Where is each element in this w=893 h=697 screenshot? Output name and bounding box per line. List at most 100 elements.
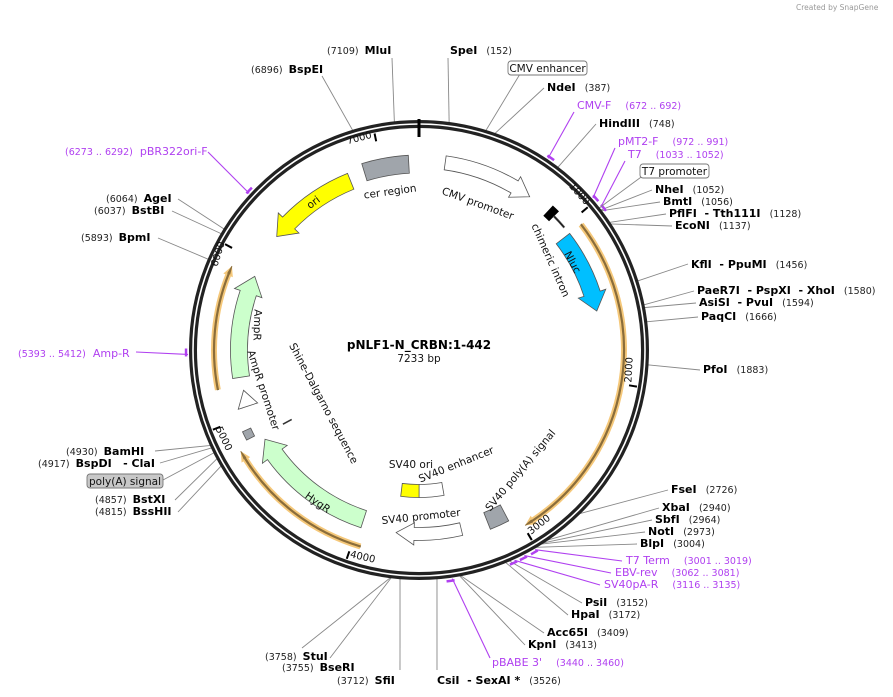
primer-name: EBV-rev <box>615 566 658 579</box>
callout-leader <box>598 171 649 209</box>
feature-chimeric-intron[interactable] <box>552 215 566 229</box>
enzyme-position: (2940) <box>699 503 731 514</box>
feature-sv40-poly-a-signal[interactable] <box>483 504 510 530</box>
primer-range: (672 .. 692) <box>625 101 681 112</box>
enzyme-site[interactable]: (3758) StuI <box>265 650 328 663</box>
enzyme-site[interactable]: KpnI (3413) <box>528 638 597 651</box>
enzyme-site[interactable]: HindIII (748) <box>599 117 675 130</box>
feature-shine-dalgarno-sequence[interactable] <box>282 418 293 425</box>
primer-range: (3062 .. 3081) <box>672 568 740 579</box>
enzyme-site[interactable]: PaqCI (1666) <box>701 310 777 323</box>
enzyme-position: (3004) <box>673 539 705 550</box>
enzyme-name: AgeI <box>144 192 172 205</box>
enzyme-site[interactable]: PflFI - Tth111I (1128) <box>669 207 801 220</box>
enzyme-position: (6896) <box>251 65 283 76</box>
callout-box[interactable] <box>639 163 710 179</box>
primer-mark[interactable] <box>546 154 555 162</box>
enzyme-leader <box>494 87 545 135</box>
feature-cer-region[interactable] <box>361 154 410 182</box>
primer[interactable]: (5393 .. 5412) Amp-R <box>18 347 130 360</box>
orf-arc[interactable] <box>240 451 362 550</box>
feature-ampr-promoter[interactable] <box>237 389 259 410</box>
primer[interactable]: pMT2-F (972 .. 991) <box>618 135 728 148</box>
enzyme-site[interactable]: (6064) AgeI <box>106 192 172 205</box>
primer-mark[interactable] <box>184 348 188 357</box>
enzyme-site[interactable]: PfoI (1883) <box>703 363 768 376</box>
feature-label: Shine-Dalgarno sequence <box>286 341 360 466</box>
enzyme-site[interactable]: (3755) BseRI <box>282 661 355 674</box>
primer-mark[interactable] <box>592 194 600 203</box>
chimeric-intron-exon-bar[interactable] <box>543 205 559 222</box>
enzyme-position: (3526) <box>529 676 561 687</box>
enzyme-site[interactable]: AsiSI - PvuI (1594) <box>699 296 814 309</box>
enzyme-leader <box>177 465 222 513</box>
enzyme-site[interactable]: CsiI - SexAI * (3526) <box>437 674 561 687</box>
primer[interactable]: T7 Term (3001 .. 3019) <box>625 554 752 567</box>
orf-line <box>212 265 233 391</box>
primer-leader <box>451 578 491 659</box>
enzyme-site[interactable]: FseI (2726) <box>671 483 737 496</box>
enzyme-site[interactable]: (4930) BamHI <box>66 445 144 458</box>
enzyme-leader <box>157 237 209 260</box>
enzyme-site[interactable]: NotI (2973) <box>648 525 715 538</box>
primer[interactable]: CMV-F (672 .. 692) <box>577 99 681 112</box>
primer[interactable]: EBV-rev (3062 .. 3081) <box>615 566 739 579</box>
feature-ori[interactable] <box>276 172 355 237</box>
enzyme-site[interactable]: EcoNI (1137) <box>675 219 751 232</box>
primer-mark[interactable] <box>519 555 528 562</box>
orf-arc[interactable] <box>211 266 233 391</box>
primer-mark[interactable] <box>446 579 455 583</box>
enzyme-site[interactable]: PaeR7I - PspXI - XhoI (1580) <box>697 284 875 297</box>
feature-ampr[interactable] <box>230 275 263 379</box>
feature-label: SV40 promoter <box>381 507 462 527</box>
orf-arc[interactable] <box>525 222 627 526</box>
primer[interactable]: (6273 .. 6292) pBR322ori-F <box>65 145 208 158</box>
enzyme-site[interactable]: BlpI (3004) <box>640 537 705 550</box>
enzyme-site[interactable]: SpeI (152) <box>450 44 512 57</box>
enzyme-site[interactable]: (7109) MluI <box>327 44 391 57</box>
enzyme-site[interactable]: (4917) BspDI - ClaI <box>38 457 155 470</box>
enzyme-position: (1137) <box>719 221 751 232</box>
orf-line <box>524 223 626 526</box>
enzyme-site[interactable]: Acc65I (3409) <box>547 626 629 639</box>
enzyme-leader <box>600 189 653 211</box>
enzyme-site[interactable]: HpaI (3172) <box>571 608 640 621</box>
enzyme-site[interactable]: (5893) BpmI <box>81 231 150 244</box>
primer[interactable]: SV40pA-R (3116 .. 3135) <box>604 578 740 591</box>
primer[interactable]: pBABE 3' (3440 .. 3460) <box>492 656 624 669</box>
enzyme-site[interactable]: (6037) BstBI <box>94 204 164 217</box>
feature-cmv-promoter[interactable] <box>443 155 531 198</box>
callout-box[interactable] <box>507 60 588 76</box>
callout-box[interactable] <box>86 473 164 489</box>
feature-sv40-ori[interactable] <box>400 483 420 498</box>
enzyme-position: (3409) <box>597 628 629 639</box>
tick-mark <box>580 206 589 214</box>
primer[interactable]: T7 (1033 .. 1052) <box>627 148 724 161</box>
enzyme-site[interactable]: KflI - PpuMI (1456) <box>691 258 807 271</box>
feature-sv40-promoter[interactable] <box>395 522 464 546</box>
enzyme-site[interactable]: NdeI (387) <box>547 81 610 94</box>
enzyme-site[interactable]: (4857) BstXI <box>95 493 165 506</box>
primer-mark[interactable] <box>245 186 253 195</box>
enzyme-site[interactable]: NheI (1052) <box>655 183 724 196</box>
primer-mark[interactable] <box>530 549 539 556</box>
feature-hygr[interactable] <box>261 438 368 529</box>
enzyme-site[interactable]: PsiI (3152) <box>585 596 648 609</box>
enzyme-leader <box>154 444 211 452</box>
primer-mark[interactable] <box>509 560 518 566</box>
enzyme-name: CsiI - SexAI * <box>437 674 520 687</box>
enzyme-site[interactable]: XbaI (2940) <box>662 501 731 514</box>
feature-poly-a-signal[interactable] <box>241 427 256 441</box>
feature-nluc[interactable] <box>555 232 607 312</box>
enzyme-leader <box>159 447 213 464</box>
enzyme-site[interactable]: BmtI (1056) <box>663 195 733 208</box>
enzyme-position: (1056) <box>701 197 733 208</box>
enzyme-site[interactable]: (4815) BssHII <box>95 505 172 518</box>
enzyme-site[interactable]: (6896) BspEI <box>251 63 323 76</box>
enzyme-site[interactable]: (3712) SfiI <box>337 674 395 687</box>
enzyme-position: (1052) <box>693 185 725 196</box>
primer-name: T7 Term <box>625 554 670 567</box>
enzyme-leader <box>459 574 545 634</box>
enzyme-site[interactable]: SbfI (2964) <box>655 513 720 526</box>
